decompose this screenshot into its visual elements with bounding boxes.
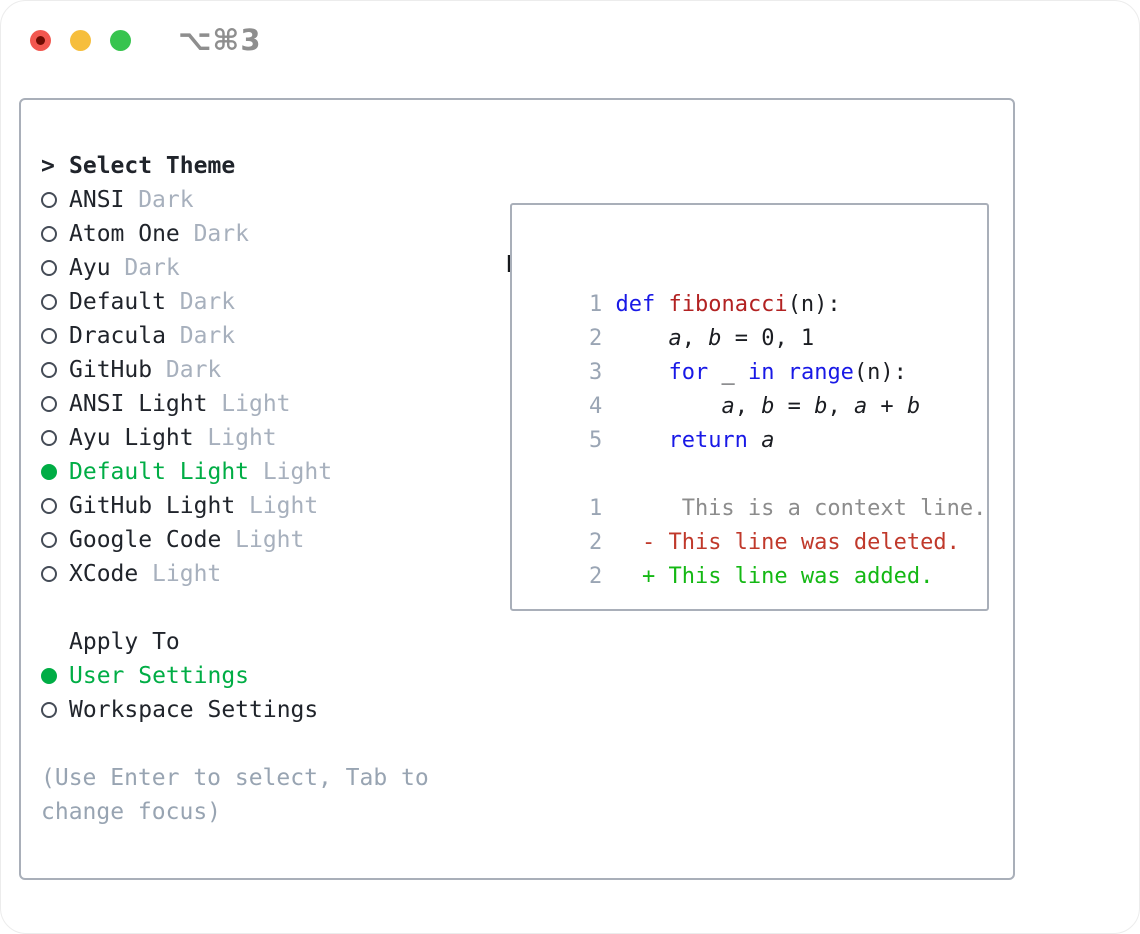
radio-icon xyxy=(41,430,57,446)
code-line: 5 return a xyxy=(536,390,987,453)
theme-variant: Dark xyxy=(179,289,236,315)
close-button[interactable] xyxy=(30,29,51,51)
theme-name: GitHub Light xyxy=(69,493,236,519)
theme-variant: Dark xyxy=(193,221,249,247)
spacer xyxy=(41,727,429,761)
code-line: 2 - This line was deleted. xyxy=(536,492,987,555)
theme-name: Default xyxy=(69,289,166,315)
radio-icon xyxy=(41,192,57,208)
apply-to-title: Apply To xyxy=(69,629,180,655)
radio-icon xyxy=(41,702,57,718)
theme-variant: Light xyxy=(221,391,291,417)
keyboard-shortcut-label: ⌥⌘3 xyxy=(178,23,262,57)
theme-variant: Dark xyxy=(124,255,180,281)
radio-icon xyxy=(41,532,57,548)
theme-name: Dracula xyxy=(69,323,166,349)
select-theme-title: Select Theme xyxy=(69,153,236,179)
apply-to-list: User Settings Workspace Settings xyxy=(41,659,429,727)
code-line: 2 + This line was added. xyxy=(536,526,987,589)
apply-option-label: Workspace Settings xyxy=(69,697,319,723)
theme-name: XCode xyxy=(69,561,139,587)
titlebar: ⌥⌘3 xyxy=(30,23,262,57)
radio-icon xyxy=(41,396,57,412)
line-number: 1 xyxy=(588,496,603,521)
theme-option[interactable]: Default Light Light xyxy=(41,455,429,489)
help-text-line: change focus) xyxy=(41,799,222,825)
line-number: 4 xyxy=(588,394,603,419)
radio-icon xyxy=(41,260,57,276)
theme-option[interactable]: XCode Light xyxy=(41,557,429,591)
theme-variant: Light xyxy=(235,527,305,553)
theme-option[interactable]: Dracula Dark xyxy=(41,319,429,353)
theme-name: GitHub xyxy=(69,357,153,383)
theme-option[interactable]: Atom One Dark xyxy=(41,217,429,251)
theme-variant: Dark xyxy=(165,357,222,383)
line-number: 2 xyxy=(588,326,603,351)
apply-option-label: User Settings xyxy=(69,663,250,689)
apply-option[interactable]: Workspace Settings xyxy=(41,693,429,727)
apply-to-header: Apply To xyxy=(41,625,429,659)
theme-option[interactable]: Ayu Dark xyxy=(41,251,429,285)
theme-name: Ayu xyxy=(69,255,111,281)
theme-option[interactable]: GitHub Dark xyxy=(41,353,429,387)
theme-option[interactable]: ANSI Light Light xyxy=(41,387,429,421)
radio-icon xyxy=(41,328,57,344)
close-button-dot xyxy=(36,35,45,45)
radio-icon xyxy=(41,294,57,310)
line-number: 1 xyxy=(588,292,603,317)
help-text-line: (Use Enter to select, Tab to xyxy=(41,765,429,791)
radio-icon xyxy=(41,464,57,480)
theme-name: Google Code xyxy=(69,527,222,553)
radio-icon xyxy=(41,498,57,514)
theme-variant: Light xyxy=(207,425,277,451)
radio-icon xyxy=(41,226,57,242)
radio-icon xyxy=(41,362,57,378)
theme-selector: > Select Theme ANSI Dark Atom One Dark A… xyxy=(41,149,429,829)
code-line: 1 This is a context line. xyxy=(536,458,987,521)
theme-name: Ayu Light xyxy=(69,425,194,451)
select-theme-header: > Select Theme xyxy=(41,149,429,183)
line-number: 3 xyxy=(588,360,603,385)
code-line: 2 a, b = 0, 1 xyxy=(536,288,987,351)
spacer xyxy=(41,591,429,625)
theme-option[interactable]: Google Code Light xyxy=(41,523,429,557)
theme-name: Default Light xyxy=(69,459,250,485)
theme-list: ANSI Dark Atom One Dark Ayu Dark Default… xyxy=(41,183,429,591)
theme-variant: Dark xyxy=(179,323,236,349)
zoom-button[interactable] xyxy=(110,29,131,51)
radio-icon xyxy=(41,566,57,582)
code-line: 4 a, b = b, a + b xyxy=(536,356,987,419)
line-number: 5 xyxy=(588,428,603,453)
code-line: 3 for _ in range(n): xyxy=(536,322,987,385)
theme-option[interactable]: ANSI Dark xyxy=(41,183,429,217)
theme-name: Atom One xyxy=(69,221,180,247)
theme-option[interactable]: Default Dark xyxy=(41,285,429,319)
minimize-button[interactable] xyxy=(70,29,91,51)
focus-caret-icon: > xyxy=(41,153,55,179)
theme-variant: Light xyxy=(248,493,319,519)
theme-option[interactable]: GitHub Light Light xyxy=(41,489,429,523)
settings-panel: > Select Theme ANSI Dark Atom One Dark A… xyxy=(19,98,1015,880)
apply-option[interactable]: User Settings xyxy=(41,659,429,693)
theme-variant: Light xyxy=(152,561,222,587)
line-number: 2 xyxy=(588,564,603,589)
theme-name: ANSI Light xyxy=(69,391,208,417)
theme-option[interactable]: Ayu Light Light xyxy=(41,421,429,455)
theme-name: ANSI xyxy=(69,187,125,213)
radio-icon xyxy=(41,668,57,684)
line-number: 2 xyxy=(588,530,603,555)
theme-variant: Light xyxy=(262,459,333,485)
help-text: (Use Enter to select, Tab to change focus… xyxy=(41,761,429,829)
theme-variant: Dark xyxy=(138,187,194,213)
